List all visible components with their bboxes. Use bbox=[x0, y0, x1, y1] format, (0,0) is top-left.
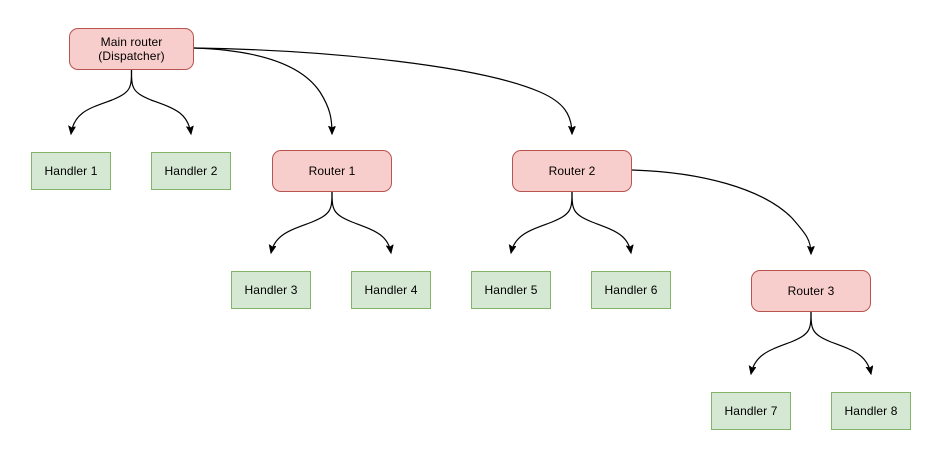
node-label-handler-5: Handler 5 bbox=[484, 283, 538, 297]
node-label-handler-2: Handler 2 bbox=[164, 164, 218, 178]
node-label-handler-6: Handler 6 bbox=[604, 283, 658, 297]
node-handler-3[interactable]: Handler 3 bbox=[231, 271, 311, 309]
node-label-handler-3: Handler 3 bbox=[244, 283, 298, 297]
edge-main-to-router-1 bbox=[193, 47, 332, 134]
edge-main-to-handler-1 bbox=[71, 69, 133, 134]
node-handler-7[interactable]: Handler 7 bbox=[711, 392, 791, 430]
node-label-router-3: Router 3 bbox=[787, 284, 835, 298]
node-router-3[interactable]: Router 3 bbox=[751, 270, 871, 312]
node-label-handler-1: Handler 1 bbox=[44, 164, 98, 178]
edge-router-2-to-handler-6 bbox=[571, 191, 631, 253]
edge-router-1-to-handler-4 bbox=[331, 191, 391, 253]
node-label-handler-7: Handler 7 bbox=[724, 404, 778, 418]
edge-router-3-to-handler-7 bbox=[751, 311, 812, 374]
node-main-router[interactable]: Main router (Dispatcher) bbox=[69, 28, 194, 70]
edge-main-to-router-2 bbox=[193, 47, 572, 134]
node-handler-4[interactable]: Handler 4 bbox=[351, 271, 431, 309]
node-handler-1[interactable]: Handler 1 bbox=[31, 152, 111, 190]
node-label-handler-4: Handler 4 bbox=[364, 283, 418, 297]
edge-router-3-to-handler-8 bbox=[810, 311, 871, 374]
node-handler-5[interactable]: Handler 5 bbox=[471, 271, 551, 309]
node-handler-8[interactable]: Handler 8 bbox=[831, 392, 911, 430]
edge-router-2-to-handler-5 bbox=[511, 191, 573, 253]
node-label-router-1: Router 1 bbox=[308, 164, 356, 178]
edge-router-1-to-handler-3 bbox=[271, 191, 333, 253]
edge-router-2-to-router-3 bbox=[631, 169, 811, 254]
edge-main-to-handler-2 bbox=[130, 69, 192, 134]
node-handler-2[interactable]: Handler 2 bbox=[151, 152, 231, 190]
node-router-1[interactable]: Router 1 bbox=[272, 150, 392, 192]
node-router-2[interactable]: Router 2 bbox=[512, 150, 632, 192]
node-handler-6[interactable]: Handler 6 bbox=[591, 271, 671, 309]
node-label-main-router: Main router (Dispatcher) bbox=[98, 35, 165, 63]
node-label-handler-8: Handler 8 bbox=[844, 404, 898, 418]
node-label-router-2: Router 2 bbox=[548, 164, 596, 178]
